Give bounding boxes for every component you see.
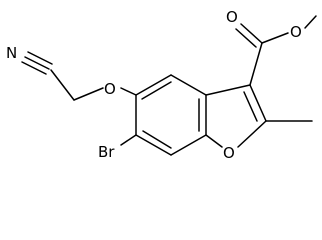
bond-c3-c2 <box>249 84 267 122</box>
atom-label-o-carbonyl: O <box>226 8 238 26</box>
bond-c7a-c7 <box>170 134 207 156</box>
bond-co-double-1 <box>240 23 263 44</box>
bond-c3a-c3 <box>205 84 251 96</box>
bond-o-c5 <box>120 87 137 96</box>
bond-oester-methyl <box>304 15 317 29</box>
bond-c2-ofuran <box>237 120 267 148</box>
bond-c6-br <box>120 134 137 146</box>
atom-label-o-ester: O <box>290 23 302 41</box>
bond-c7-c6 <box>135 134 172 156</box>
atom-label-br: Br <box>98 143 115 161</box>
molecule-diagram: N O O O O Br <box>6 8 317 162</box>
bond-cn-triple-2 <box>24 56 50 70</box>
bond-c5-c4-inner <box>141 81 172 100</box>
bond-c3-ccarbonyl <box>249 42 263 86</box>
bond-c7-c6-inner <box>142 130 172 149</box>
atom-label-n: N <box>6 44 17 62</box>
bond-ccarbonyl-oester <box>261 32 289 44</box>
bond-c4-c3a <box>170 74 207 96</box>
bond-c5-c4 <box>135 74 172 96</box>
bond-ch2-o <box>73 87 104 101</box>
bond-cn-triple-1 <box>21 61 47 75</box>
bond-c-ch2 <box>50 69 75 101</box>
bond-cn-triple-3 <box>27 51 53 65</box>
atom-labels: N O O O O Br <box>6 8 302 162</box>
bond-ofuran-c7a <box>205 134 223 148</box>
atom-label-o-ether: O <box>104 80 116 98</box>
bond-co-double-2 <box>235 28 257 48</box>
bond-c3-c2-inner <box>243 91 258 122</box>
atom-label-o-furan: O <box>223 144 235 162</box>
bonds <box>21 15 317 156</box>
